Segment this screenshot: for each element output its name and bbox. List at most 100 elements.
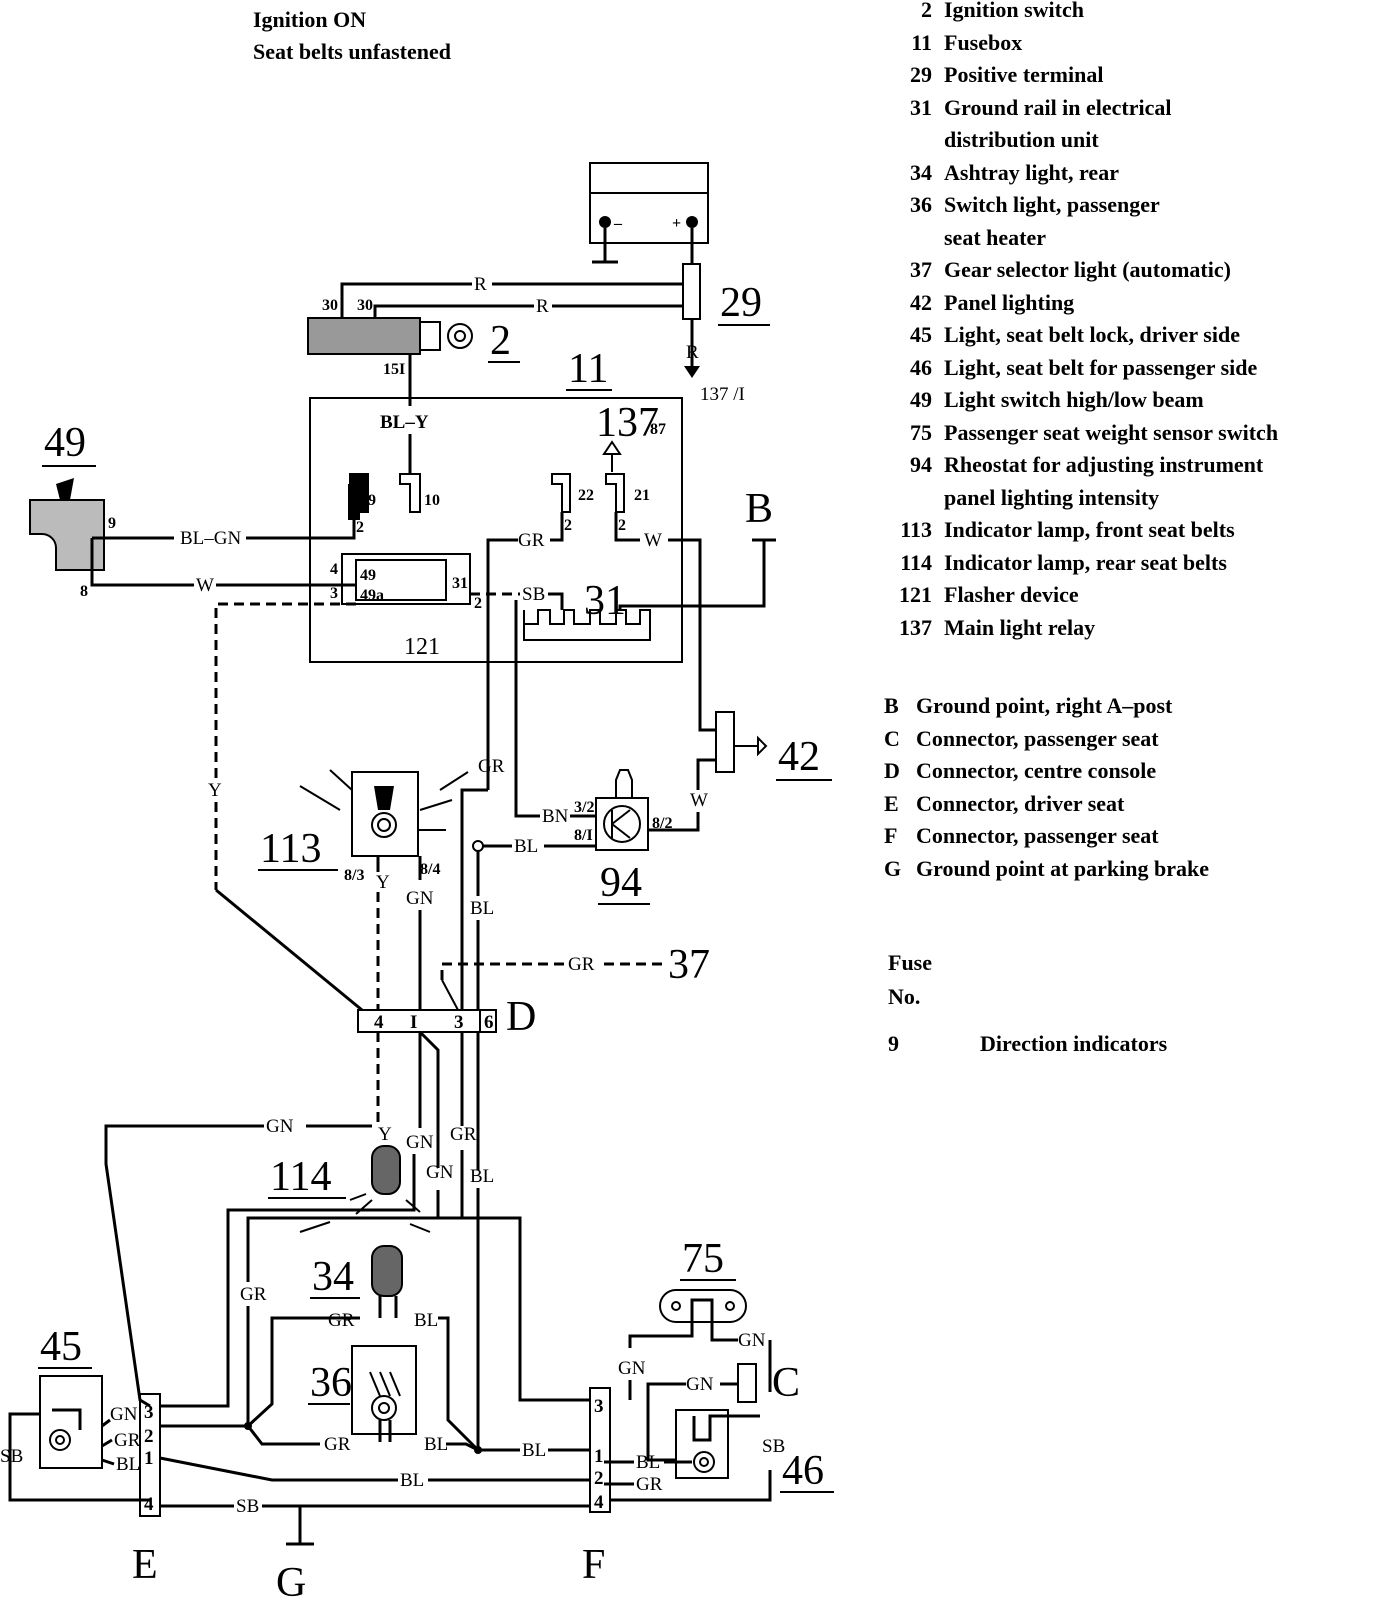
connector-c: C (737, 1360, 800, 1406)
legend-letter: E (884, 790, 899, 816)
wire-gr-9: GR (636, 1474, 663, 1495)
pin-30b: 30 (357, 297, 373, 314)
wire-gn-8: GN (110, 1404, 138, 1425)
switch-light-36: 36 (308, 1345, 417, 1442)
fuse-label: Direction indicators (980, 1031, 1168, 1056)
pin-2a: 2 (356, 519, 364, 536)
legend-label: Panel lighting (944, 289, 1075, 315)
wire-gr-1: GR (518, 530, 545, 551)
pin-10: 10 (424, 492, 440, 509)
legend-number: 113 (900, 517, 932, 542)
fusebox-11: 11 BL–Y 9 10 2 137 87 22 21 2 2 (309, 346, 766, 663)
wire-w-2: W (644, 530, 662, 551)
fuse-number: 9 (888, 1031, 899, 1056)
connector-d: 4 I 3 6 D (357, 994, 536, 1040)
wire-r-3: R (686, 342, 699, 363)
legend-point-label: Connector, centre console (916, 758, 1157, 783)
label-b: B (745, 486, 773, 532)
rheostat-94: 94 3/2 8/I 8/2 (574, 769, 672, 906)
pin-8-1: 8/I (574, 827, 593, 844)
wire-gr-7: GR (324, 1434, 351, 1455)
legend-label: Positive terminal (944, 62, 1104, 87)
legend-number (872, 482, 944, 515)
wire-sb-3: SB (762, 1436, 785, 1457)
wire-bl-y: BL–Y (380, 412, 429, 433)
label-137-pin: 87 (650, 421, 666, 438)
label-37: 37 (668, 942, 710, 988)
legend-label: Gear selector light (automatic) (944, 257, 1231, 282)
pin-f1: 1 (594, 1446, 604, 1467)
wire-sb-4: SB (0, 1446, 23, 1467)
pin-3-2: 3/2 (574, 799, 594, 816)
wire-gn-2: GN (266, 1116, 294, 1137)
wire-y-3: Y (378, 1124, 392, 1145)
fuse-heading-1: Fuse (888, 950, 932, 975)
legend-label: distribution unit (944, 127, 1099, 152)
pin-e4: 4 (144, 1494, 154, 1515)
fuse-table: Fuse No. 9 Direction indicators (888, 946, 1167, 1060)
pin-9: 9 (368, 492, 376, 509)
wire-bl-4: BL (522, 1440, 546, 1461)
legend-row: seat heater (872, 222, 1278, 255)
battery-minus-label: – (613, 215, 623, 232)
legend-number: 42 (910, 289, 932, 315)
wire-bl-gn: BL–GN (180, 528, 242, 549)
legend-point-label: Connector, driver seat (916, 790, 1125, 816)
pin-8-2: 8/2 (652, 815, 672, 832)
battery-plus-label: + (672, 215, 681, 232)
pin-30a: 30 (322, 297, 338, 314)
label-113: 113 (260, 826, 321, 872)
pin-2c: 2 (618, 517, 626, 534)
legend-point-label: Ground point at parking brake (916, 855, 1210, 881)
label-137: 137 (596, 400, 659, 446)
legend-point-row: E Connector, driver seat (872, 788, 1209, 821)
wire-sb-1: SB (522, 584, 545, 605)
ignition-switch-2: 30 30 15I 2 (307, 297, 520, 378)
pin-4a: 4 (330, 561, 338, 578)
seat-belt-light-46: 46 (675, 1409, 834, 1494)
wire-gn-1: GN (406, 888, 434, 909)
wire-bl-6: BL (424, 1434, 448, 1455)
r-wires: R R (340, 274, 683, 318)
legend-letter: D (884, 758, 900, 783)
ground-g: G (276, 1506, 314, 1606)
wire-bl-bottom: BL (400, 1470, 424, 1491)
pin-d4: 4 (374, 1012, 384, 1033)
label-49: 49 (44, 420, 86, 466)
label-94: 94 (600, 860, 642, 906)
label-121: 121 (404, 634, 440, 660)
pin-22: 22 (578, 487, 594, 504)
wire-bl-2: BL (470, 898, 494, 919)
pin-8-4: 8/4 (420, 861, 440, 878)
legend-letter: F (884, 823, 898, 848)
legend-number: 137 (899, 614, 932, 640)
legend-letter: B (884, 693, 899, 718)
light-switch-49: 49 9 8 (29, 420, 116, 600)
legend-label: Main light relay (944, 614, 1096, 640)
legend-label: Passenger seat weight sensor switch (944, 419, 1279, 445)
pin-f4: 4 (594, 1492, 604, 1513)
wire-gr-2: GR (478, 756, 505, 777)
legend-number: 2 (921, 0, 932, 22)
indicator-lamp-113: 113 8/3 8/4 Y GN (258, 769, 469, 909)
wire-r-1: R (474, 274, 487, 295)
connector-e: 3 2 1 4 E (132, 1393, 161, 1588)
pin-9b: 9 (108, 515, 116, 532)
wire-y-2: Y (376, 872, 390, 893)
indicator-lamp-114: Y 114 (268, 1124, 431, 1233)
connector-f: 3 1 2 4 F (582, 1387, 611, 1588)
pin-8-3: 8/3 (344, 867, 364, 884)
label-114: 114 (270, 1154, 331, 1200)
legend-letter: C (884, 725, 900, 751)
